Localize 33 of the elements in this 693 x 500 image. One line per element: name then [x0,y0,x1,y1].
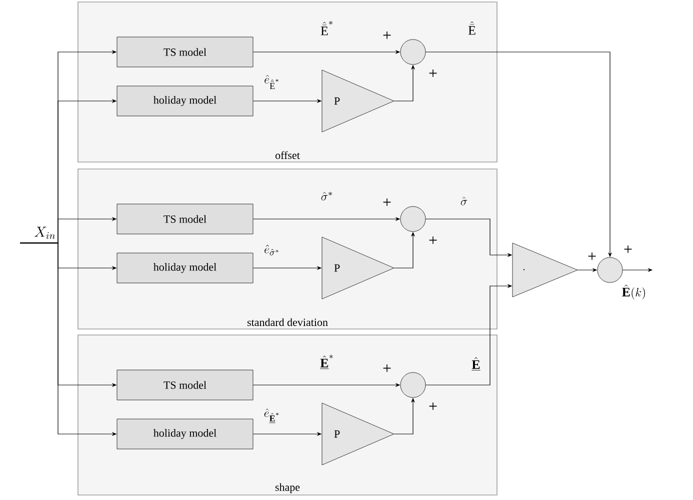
sign-label: + [383,364,391,372]
gain-triangle: P [322,402,394,466]
summing-junction [400,372,426,398]
edge-label: $\hat{\sigma}^*$ [321,192,332,200]
sign-label: + [624,245,632,253]
edge-label: $\underline{\hat{\mathbf{E}}}^*$ [320,354,333,369]
model-box: TS model [116,36,254,68]
sign-label: + [429,69,437,77]
sign-label: + [383,198,391,206]
sign-label: + [383,31,391,39]
edge-label: $\hat{\bar{\mathrm{E}}}^*$ [320,20,332,36]
input-label: $X_{in}$ [34,226,55,239]
summing-junction [597,257,623,283]
summing-junction [400,39,426,65]
edge-label: $\hat{e}_{\hat{\bar{\mathrm{E}}}^*}$ [264,74,278,90]
edge-label: $\hat{e}_{\hat{\sigma}^*}$ [264,244,278,256]
edge-label: $\hat{e}_{\underline{\hat{\mathbf{E}}}^*}$ [264,408,279,423]
summing-junction [400,206,426,232]
gain-triangle: P [322,236,394,300]
gain-triangle: P [322,70,394,132]
sign-label: + [429,236,437,244]
sign-label: + [429,402,437,410]
model-box: TS model [116,370,254,400]
edge-label: $\hat{\mathbf{E}}(k)$ [622,284,645,300]
edge-label: $\hat{\sigma}$ [460,196,468,206]
edge-label: $\hat{\bar{\mathrm{E}}}$ [468,21,476,35]
model-box: holiday model [116,418,254,450]
model-box: holiday model [116,86,254,116]
edge-label: $\underline{\hat{\mathbf{E}}}$ [472,357,480,370]
model-box: holiday model [116,252,254,284]
model-box: TS model [116,204,254,234]
multiplier-triangle: $\cdot$ [512,242,578,298]
sign-label: + [588,252,596,260]
